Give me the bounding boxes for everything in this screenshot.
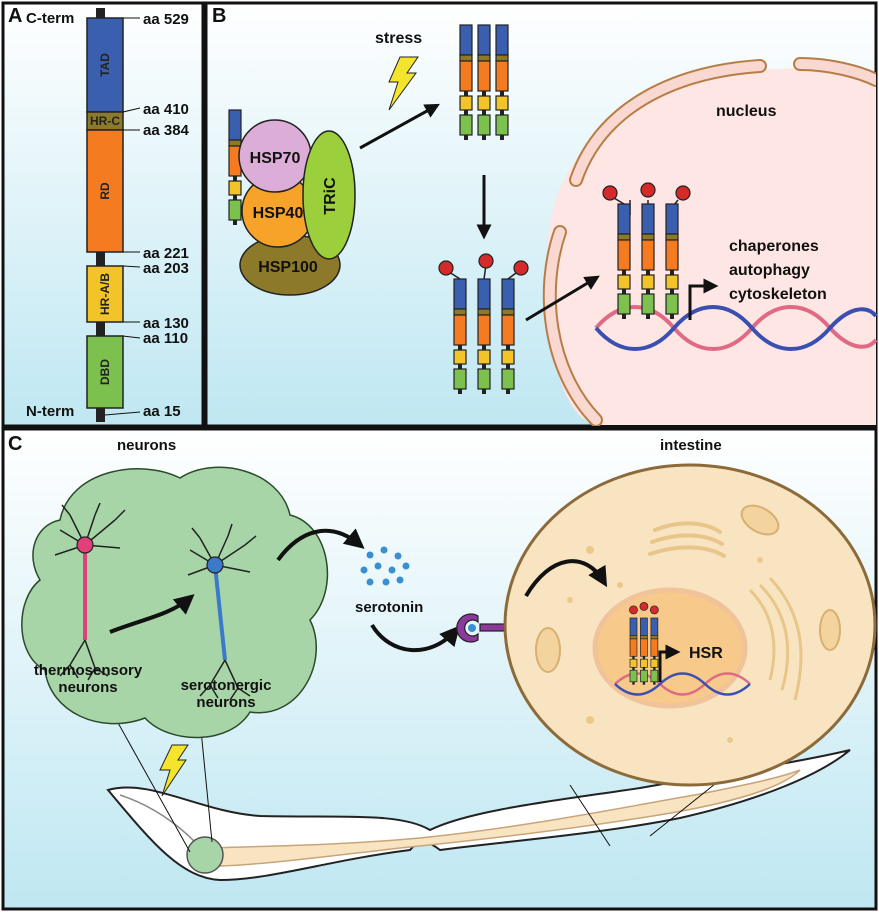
- hsr-transcription-arrow: [658, 644, 681, 682]
- dbd-label: DBD: [98, 359, 112, 385]
- heat-lightning-icon: [159, 744, 189, 797]
- aa-529: aa 529: [143, 11, 189, 28]
- intestine-cell: [503, 463, 877, 787]
- tad-domain: [86, 17, 124, 113]
- stress-label: stress: [375, 30, 422, 47]
- golgi: [648, 521, 726, 558]
- serotonin-label: serotonin: [355, 599, 423, 616]
- serotonin-receptor: [456, 613, 505, 643]
- transcription-arrow: [688, 278, 719, 320]
- panel-a: A C-term N-term TAD HR-C RD HR-A/B DBD a…: [1, 1, 205, 428]
- intestine-hsf1-trimer: [629, 601, 659, 686]
- serotonergic-soma: [206, 556, 224, 574]
- hsf1-trimer-bound: [602, 182, 691, 320]
- neurons-label: neurons: [117, 437, 176, 454]
- panel-b-label: B: [212, 5, 226, 27]
- hsp40-label: HSP40: [253, 205, 304, 222]
- intestine-dna: [614, 672, 751, 696]
- hsf1-monomers: [459, 24, 509, 141]
- aa-221: aa 221: [143, 245, 189, 262]
- panel-c-label: C: [8, 433, 22, 455]
- endoplasmic-reticulum: [748, 576, 803, 701]
- hsp70-label: HSP70: [250, 150, 301, 167]
- tad-label: TAD: [98, 53, 112, 77]
- intracellular-signal-arrow: [524, 559, 608, 598]
- nuclear-import-arrow: [525, 275, 600, 322]
- target-autophagy: autophagy: [729, 262, 810, 279]
- thermosensory-neuron: [54, 502, 126, 681]
- nucleus-label: nucleus: [716, 103, 777, 120]
- n-term-linker: [96, 408, 105, 422]
- linker-1: [96, 252, 105, 266]
- neuron-signal-arrow: [109, 594, 195, 634]
- lightning-icon: [388, 56, 419, 111]
- hr-c-label: HR-C: [90, 114, 120, 128]
- thermosensory-soma: [76, 536, 94, 554]
- nucleus-interior: [546, 68, 876, 425]
- target-chaperones: chaperones: [729, 238, 819, 255]
- aa-410: aa 410: [143, 101, 189, 118]
- hr-ab-label: HR-A/B: [98, 273, 112, 315]
- aa-203: aa 203: [143, 260, 189, 277]
- aa-15: aa 15: [143, 403, 181, 420]
- rd-label: RD: [98, 182, 112, 200]
- c-term-linker: [96, 8, 105, 18]
- serotonin-binding-arrow: [370, 623, 460, 653]
- aa-110: aa 110: [143, 330, 188, 347]
- linker-2: [96, 322, 105, 336]
- vesicles: [567, 546, 763, 743]
- serotonergic-label-2: neurons: [196, 694, 255, 711]
- tric-label: TRiC: [322, 177, 339, 215]
- mitochondria: [535, 504, 841, 673]
- aa-384: aa 384: [143, 122, 190, 139]
- n-term-label: N-term: [26, 403, 74, 420]
- release-arrow: [359, 103, 440, 150]
- rd-domain: [86, 129, 124, 253]
- hsr-label: HSR: [689, 645, 723, 662]
- panel-a-label: A: [8, 5, 22, 27]
- thermosensory-label-2: neurons: [58, 679, 117, 696]
- tric-shape: [302, 130, 356, 260]
- serotonergic-label-1: serotonergic: [181, 677, 272, 694]
- worm: [106, 749, 851, 882]
- c-term-label: C-term: [26, 10, 74, 27]
- chaperone-complex: HSP70 HSP40 HSP100 TRiC: [228, 109, 356, 296]
- panel-b: B nucleus stress HSP70 HSP40 HSP100 TRiC: [204, 1, 878, 428]
- hsf1-trimer: [438, 253, 529, 395]
- serotonin-molecules: [360, 546, 410, 586]
- intestine-label: intestine: [660, 437, 722, 454]
- aa-130: aa 130: [143, 315, 189, 332]
- serotonergic-neuron: [187, 523, 257, 701]
- panel-c: C neurons intestine: [1, 427, 878, 911]
- serotonin-release-arrow: [276, 528, 365, 562]
- thermosensory-label-1: thermosensory: [34, 662, 143, 679]
- target-cytoskeleton: cytoskeleton: [729, 286, 827, 303]
- neuron-cloud: [21, 466, 329, 739]
- hsp100-label: HSP100: [258, 259, 318, 276]
